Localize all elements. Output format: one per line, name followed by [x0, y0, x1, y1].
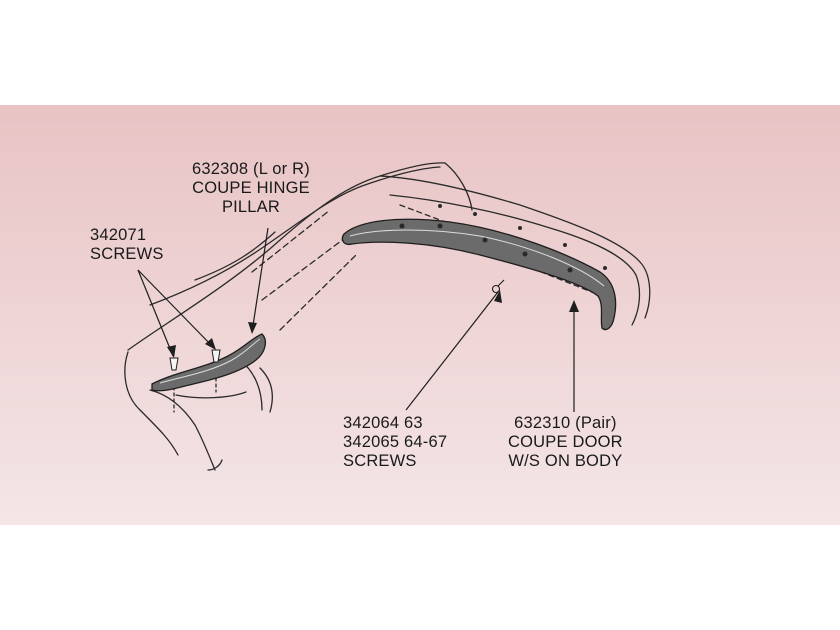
door-screws-part-2: 342065 64-67: [343, 433, 448, 451]
pillar-screws-label: SCREWS: [90, 245, 164, 263]
leader-lines: [137, 227, 575, 412]
arrowheads: [167, 290, 579, 358]
background-panel: [0, 105, 840, 525]
hinge-pillar-weatherstrip: [151, 333, 267, 392]
door-weatherstrip: [341, 218, 617, 331]
leader-hinge-pillar: [251, 227, 269, 333]
hinge-description: COUPE HINGE: [192, 179, 310, 197]
hinge-description-2: PILLAR: [221, 198, 281, 216]
door-ws-part-number: 632310 (Pair): [514, 414, 617, 432]
leader-pillar-screw-1: [137, 269, 174, 357]
callout-door-screws: 342064 63 342065 64-67 SCREWS: [343, 414, 447, 471]
door-screws-part-1: 342064 63: [343, 414, 423, 432]
door-ws-description: COUPE DOOR: [508, 433, 623, 451]
pillar-screws-part-number: 342071: [90, 226, 147, 244]
callout-hinge-pillar: 632308 (L or R) COUPE HINGE PILLAR: [192, 160, 310, 217]
door-screws-label: SCREWS: [343, 452, 417, 470]
leader-door-screws: [405, 291, 499, 411]
loose-screw: [491, 279, 505, 294]
door-ws-description-2: W/S ON BODY: [508, 452, 623, 470]
callout-pillar-screws: 342071 SCREWS: [90, 226, 164, 264]
door-strip-screws: [399, 204, 607, 273]
body-outline: [124, 162, 651, 471]
pillar-screws: [169, 349, 221, 371]
leader-pillar-screw-2: [137, 269, 215, 349]
callout-door-weatherstrip: 632310 (Pair) COUPE DOOR W/S ON BODY: [508, 414, 623, 471]
hinge-part-number: 632308 (L or R): [192, 160, 310, 178]
